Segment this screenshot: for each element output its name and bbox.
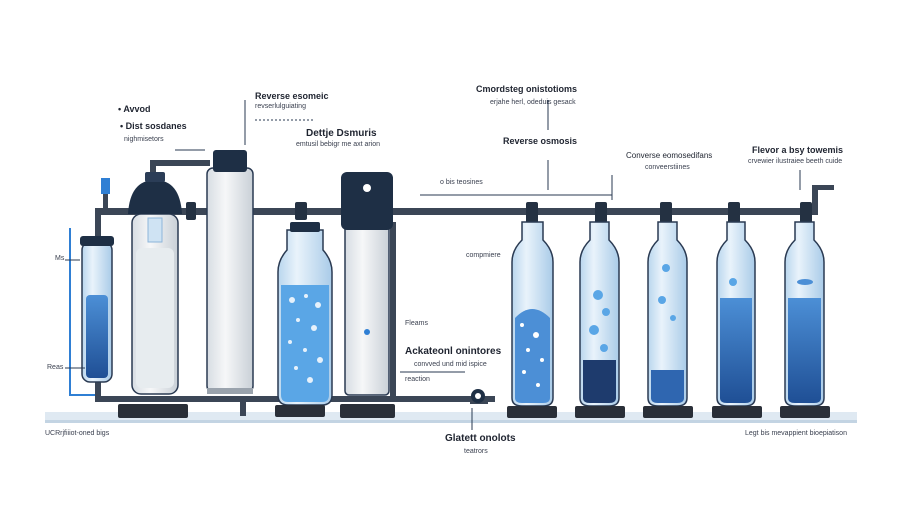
main-pipe <box>95 208 815 215</box>
label-ms: Ms <box>55 255 65 262</box>
label-reverse-sub: revserlulguiating <box>255 103 306 110</box>
label-flevor-sub: crvewier ilustraiee beeth cuide <box>748 158 843 165</box>
label-cmord-sub: erjahe herl, odeduis gesack <box>490 99 576 106</box>
label-reverse-title: Reverse esomeic <box>255 91 329 101</box>
pipe-valves <box>186 202 812 224</box>
bypass-line <box>69 228 95 396</box>
label-fleams: Fleams <box>405 320 428 327</box>
label-right-foot: Legt bis mevappient bioepiatison <box>745 430 847 437</box>
label-reas: Reas <box>47 364 64 371</box>
label-ro-title: Reverse osmosis <box>503 136 578 146</box>
label-dettje-title: Dettje Dsmuris <box>306 128 377 139</box>
label-activ-sub: convved und mid ispice <box>414 361 487 368</box>
pipe-right-out <box>812 185 834 190</box>
bottle-row <box>511 221 825 407</box>
ro-membrane-unit <box>341 172 393 396</box>
label-flevor-title: Flevor a bsy towemis <box>752 145 844 155</box>
carbon-filter-housing <box>128 172 182 395</box>
label-o-bis: o bis teosines <box>440 179 483 186</box>
label-glatet-sub: teatrors <box>464 448 488 455</box>
label-conv-sub: conveerstiines <box>645 164 690 171</box>
label-activ-title: Ackateonl onintores <box>405 346 502 357</box>
pipe-to-ro <box>390 222 396 402</box>
label-cmord-title: Cmordsteg onistotioms <box>476 84 578 94</box>
bottle-bases <box>118 404 830 418</box>
label-reaction: reaction <box>405 376 430 383</box>
label-night: nighmisetors <box>124 136 164 143</box>
pipe-bottom-connector <box>240 396 246 416</box>
side-pipe-left <box>103 180 108 210</box>
pipe-elbow-1 <box>150 160 210 166</box>
sediment-filter <box>80 236 114 383</box>
label-dist: • Dist sosdanes <box>120 121 187 131</box>
bubble-bottle-1 <box>277 222 333 406</box>
label-glatet-title: Glatett onolots <box>445 433 516 444</box>
label-dettje-sub: emtusil bebigr me axt arion <box>296 141 381 148</box>
floor-line <box>45 420 857 423</box>
label-left-foot: UCRrjfiiiot-oned bigs <box>45 430 110 437</box>
floor-shelf <box>45 412 857 420</box>
membrane-canister <box>206 150 254 394</box>
leader-lines <box>65 100 801 430</box>
pipe-right-up <box>812 185 818 215</box>
label-avoid: • Avvod <box>118 104 151 114</box>
label-conv-title: Converse eomosedifans <box>626 151 713 160</box>
blue-valve-left <box>101 178 110 194</box>
label-compmiere: compmiere <box>466 252 501 259</box>
